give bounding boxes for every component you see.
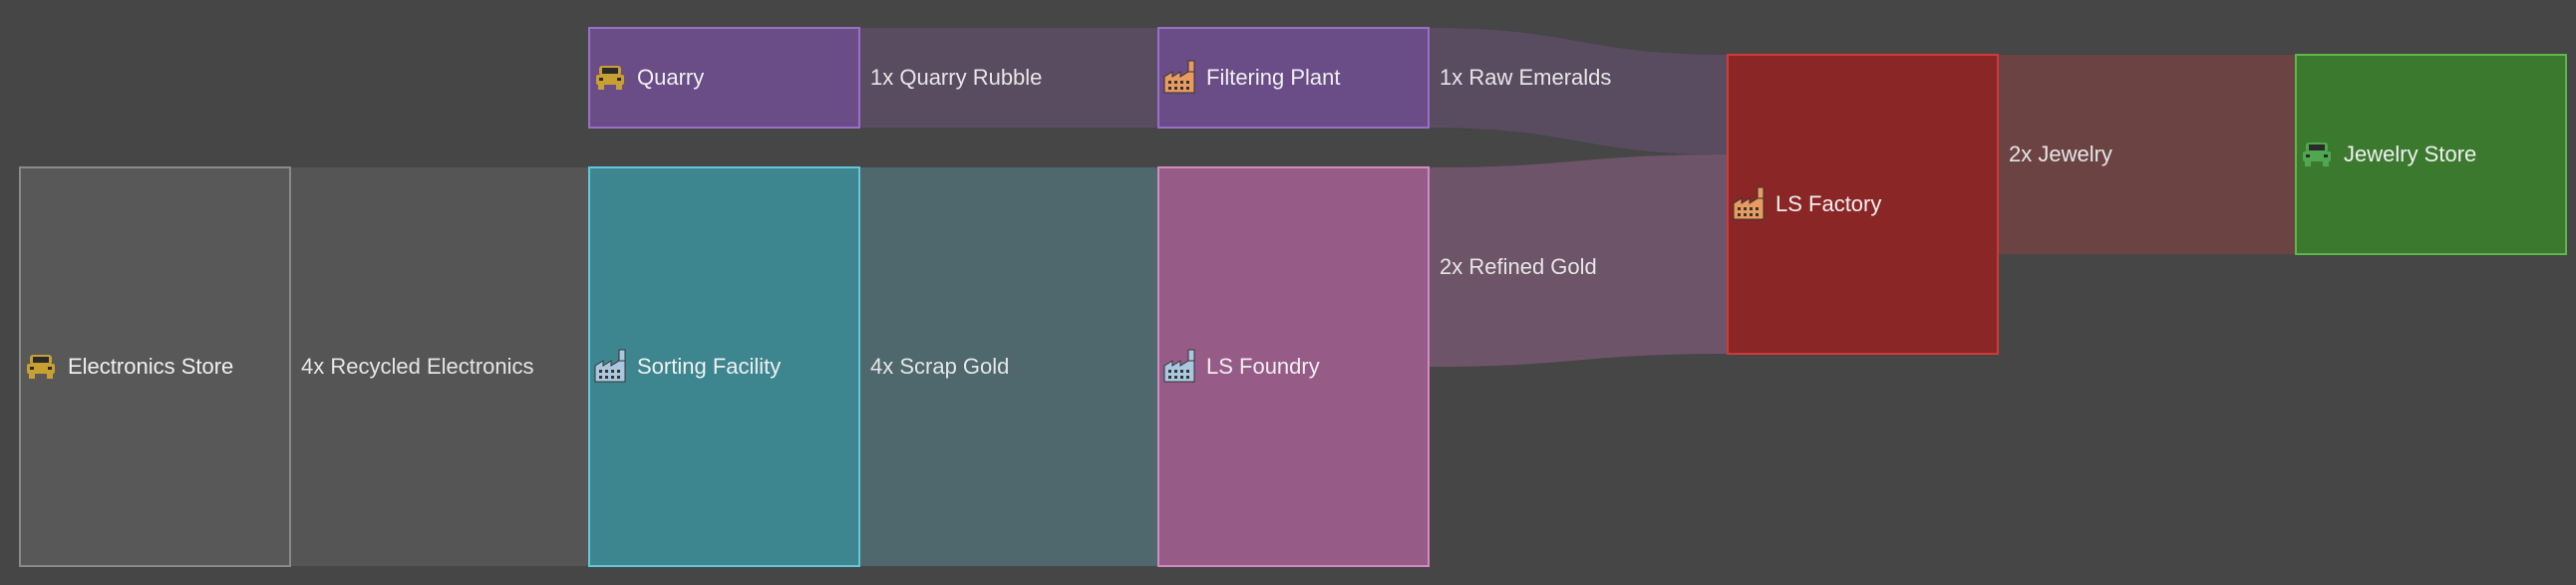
- link-label-jewelry: 2x Jewelry: [2009, 142, 2112, 166]
- link-refined-gold[interactable]: [1429, 154, 1728, 367]
- link-label-quarry-rubble: 1x Quarry Rubble: [870, 65, 1042, 90]
- vehicle-icon: [2303, 143, 2331, 166]
- node-sorting-facility[interactable]: Sorting Facility: [588, 166, 860, 567]
- node-label: Electronics Store: [68, 354, 233, 379]
- node-label: Jewelry Store: [2344, 142, 2476, 166]
- node-label: Filtering Plant: [1206, 65, 1341, 90]
- link-label-scrap-gold: 4x Scrap Gold: [870, 354, 1009, 379]
- node-jewelry-store[interactable]: Jewelry Store: [2295, 54, 2567, 255]
- factory-icon: [1163, 60, 1195, 94]
- node-label: Sorting Facility: [637, 354, 781, 379]
- node-quarry[interactable]: Quarry: [588, 27, 860, 129]
- link-raw-emeralds[interactable]: [1429, 28, 1728, 154]
- vehicle-icon: [596, 66, 624, 90]
- links-layer: [290, 28, 2296, 566]
- link-jewelry[interactable]: [1998, 55, 2296, 254]
- node-filtering-plant[interactable]: Filtering Plant: [1157, 27, 1430, 129]
- node-ls-factory[interactable]: LS Factory: [1727, 54, 1999, 355]
- link-quarry-rubble[interactable]: [859, 28, 1158, 128]
- node-electronics-store[interactable]: Electronics Store: [19, 166, 291, 567]
- labels-layer: 4x Recycled Electronics 1x Quarry Rubble 4…: [301, 65, 2112, 379]
- factory-icon: [1733, 186, 1765, 220]
- link-label-refined-gold: 2x Refined Gold: [1440, 254, 1597, 279]
- factory-icon: [1163, 349, 1195, 383]
- node-label: LS Foundry: [1206, 354, 1320, 379]
- node-ls-foundry[interactable]: LS Foundry: [1157, 166, 1430, 567]
- link-label-recycled-electronics: 4x Recycled Electronics: [301, 354, 534, 379]
- link-label-raw-emeralds: 1x Raw Emeralds: [1440, 65, 1611, 90]
- factory-icon: [594, 349, 626, 383]
- vehicle-icon: [27, 355, 55, 379]
- link-scrap-gold[interactable]: [859, 167, 1158, 566]
- link-recycled-electronics[interactable]: [290, 167, 589, 566]
- node-label: Quarry: [637, 65, 704, 90]
- node-label: LS Factory: [1775, 191, 1881, 216]
